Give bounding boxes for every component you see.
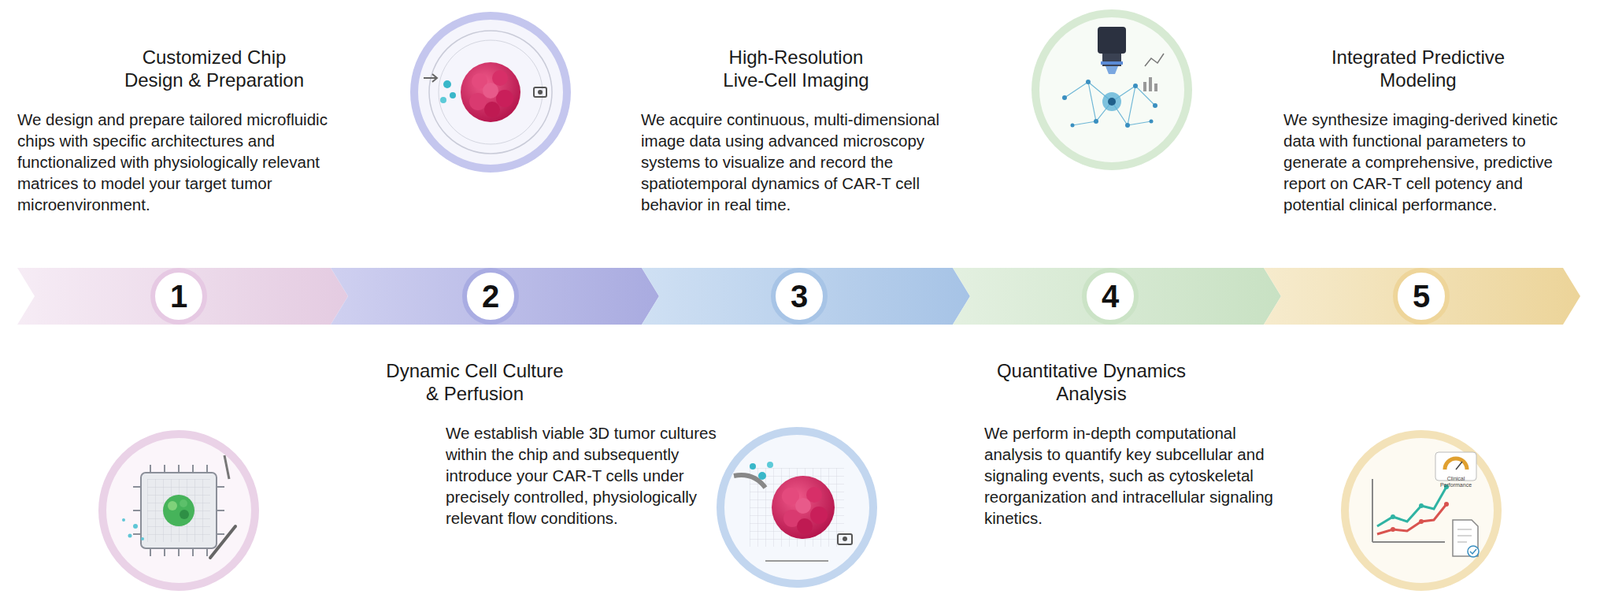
step-heading: Dynamic Cell Culture & Perfusion xyxy=(380,359,570,405)
step-number: 4 xyxy=(1081,267,1139,325)
step-heading: High-Resolution Live-Cell Imaging xyxy=(707,45,886,92)
chevron-segment xyxy=(1263,267,1581,325)
step-description: We synthesize imaging-derived kinetic da… xyxy=(1283,108,1587,215)
step-description: We design and prepare tailored microflui… xyxy=(17,108,337,215)
chip-illustration xyxy=(102,433,256,587)
analysis-illustration xyxy=(1035,13,1189,167)
step-number: 3 xyxy=(770,267,828,325)
step-number: 2 xyxy=(462,267,519,325)
step-heading: Integrated Predictive Modeling xyxy=(1322,45,1515,92)
step-description: We acquire continuous, multi-dimensional… xyxy=(640,108,956,215)
tumor-chip-illustration xyxy=(414,15,567,169)
step-heading: Quantitative Dynamics Analysis xyxy=(977,359,1206,405)
chevron-segment xyxy=(17,267,349,325)
live-imaging-illustration xyxy=(720,430,874,584)
chevron-segment xyxy=(952,267,1282,325)
step-number: 1 xyxy=(150,267,208,325)
report-illustration xyxy=(1344,433,1498,587)
chevron-segment xyxy=(330,267,660,325)
step-number: 5 xyxy=(1392,267,1450,325)
step-description: We perform in-depth computational analys… xyxy=(984,422,1280,529)
gauge-label: Clinical Performance xyxy=(1435,475,1477,489)
step-heading: Customized Chip Design & Preparation xyxy=(114,45,315,92)
step-description: We establish viable 3D tumor cultures wi… xyxy=(445,422,738,529)
chevron-band xyxy=(17,267,1581,325)
chevron-segment xyxy=(641,267,971,325)
